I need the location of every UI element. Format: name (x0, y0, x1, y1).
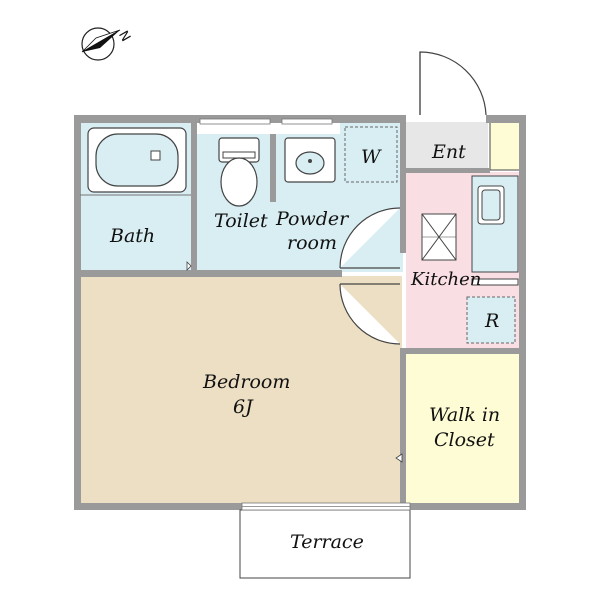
wall-entrance-step (406, 168, 490, 173)
closet-area (406, 354, 520, 503)
toilet-icon (218, 137, 260, 207)
room-label-bedroom-1: Bedroom (202, 371, 290, 393)
room-label-bath: Bath (109, 225, 155, 247)
stove-icon (421, 213, 457, 261)
door-powder-room (339, 207, 401, 269)
sink-icon (284, 137, 336, 183)
wall-bottom-left (74, 503, 242, 510)
window-toilet (199, 118, 271, 125)
door-bath-marker (186, 261, 192, 271)
room-label-entrance: Ent (431, 141, 466, 163)
room-label-powder-1: Powder (275, 208, 350, 230)
washer-area (340, 122, 402, 186)
room-label-powder-2: room (287, 232, 337, 254)
room-label-bedroom-2: 6J (233, 396, 254, 418)
room-label-closet-1: Walk in (429, 404, 500, 426)
washer-space (344, 126, 398, 183)
wall-kitchen-divider-lower (400, 348, 406, 508)
room-label-terrace: Terrace (290, 531, 364, 553)
room-label-refrigerator: R (484, 310, 499, 332)
wall-closet-top (400, 348, 526, 354)
wall-right (519, 115, 526, 510)
wall-toilet-powder (270, 134, 276, 202)
terrace-area (239, 509, 411, 579)
kitchen-shelf (471, 278, 519, 286)
room-label-kitchen: Kitchen (410, 269, 481, 290)
refrigerator-space (466, 296, 516, 344)
terrace-window (241, 502, 411, 511)
kitchen-sink-icon (477, 185, 505, 225)
window-powder (281, 118, 333, 125)
wall-top-right (486, 115, 526, 123)
wall-bottom-right (410, 503, 526, 510)
room-label-washer: W (361, 146, 382, 168)
wall-mid-horizontal (74, 270, 342, 277)
wall-left (74, 115, 81, 510)
door-entrance (419, 51, 487, 116)
door-bedroom (339, 283, 401, 345)
wall-kitchen-divider (400, 115, 406, 253)
shoe-cabinet (489, 121, 521, 171)
wall-bath-toilet (191, 123, 197, 273)
room-label-toilet: Toilet (214, 210, 268, 232)
entrance-area (406, 122, 488, 170)
bathtub-icon (87, 127, 187, 193)
room-label-closet-2: Closet (434, 429, 495, 451)
north-arrow-icon (81, 27, 121, 61)
door-closet-marker (395, 453, 403, 463)
